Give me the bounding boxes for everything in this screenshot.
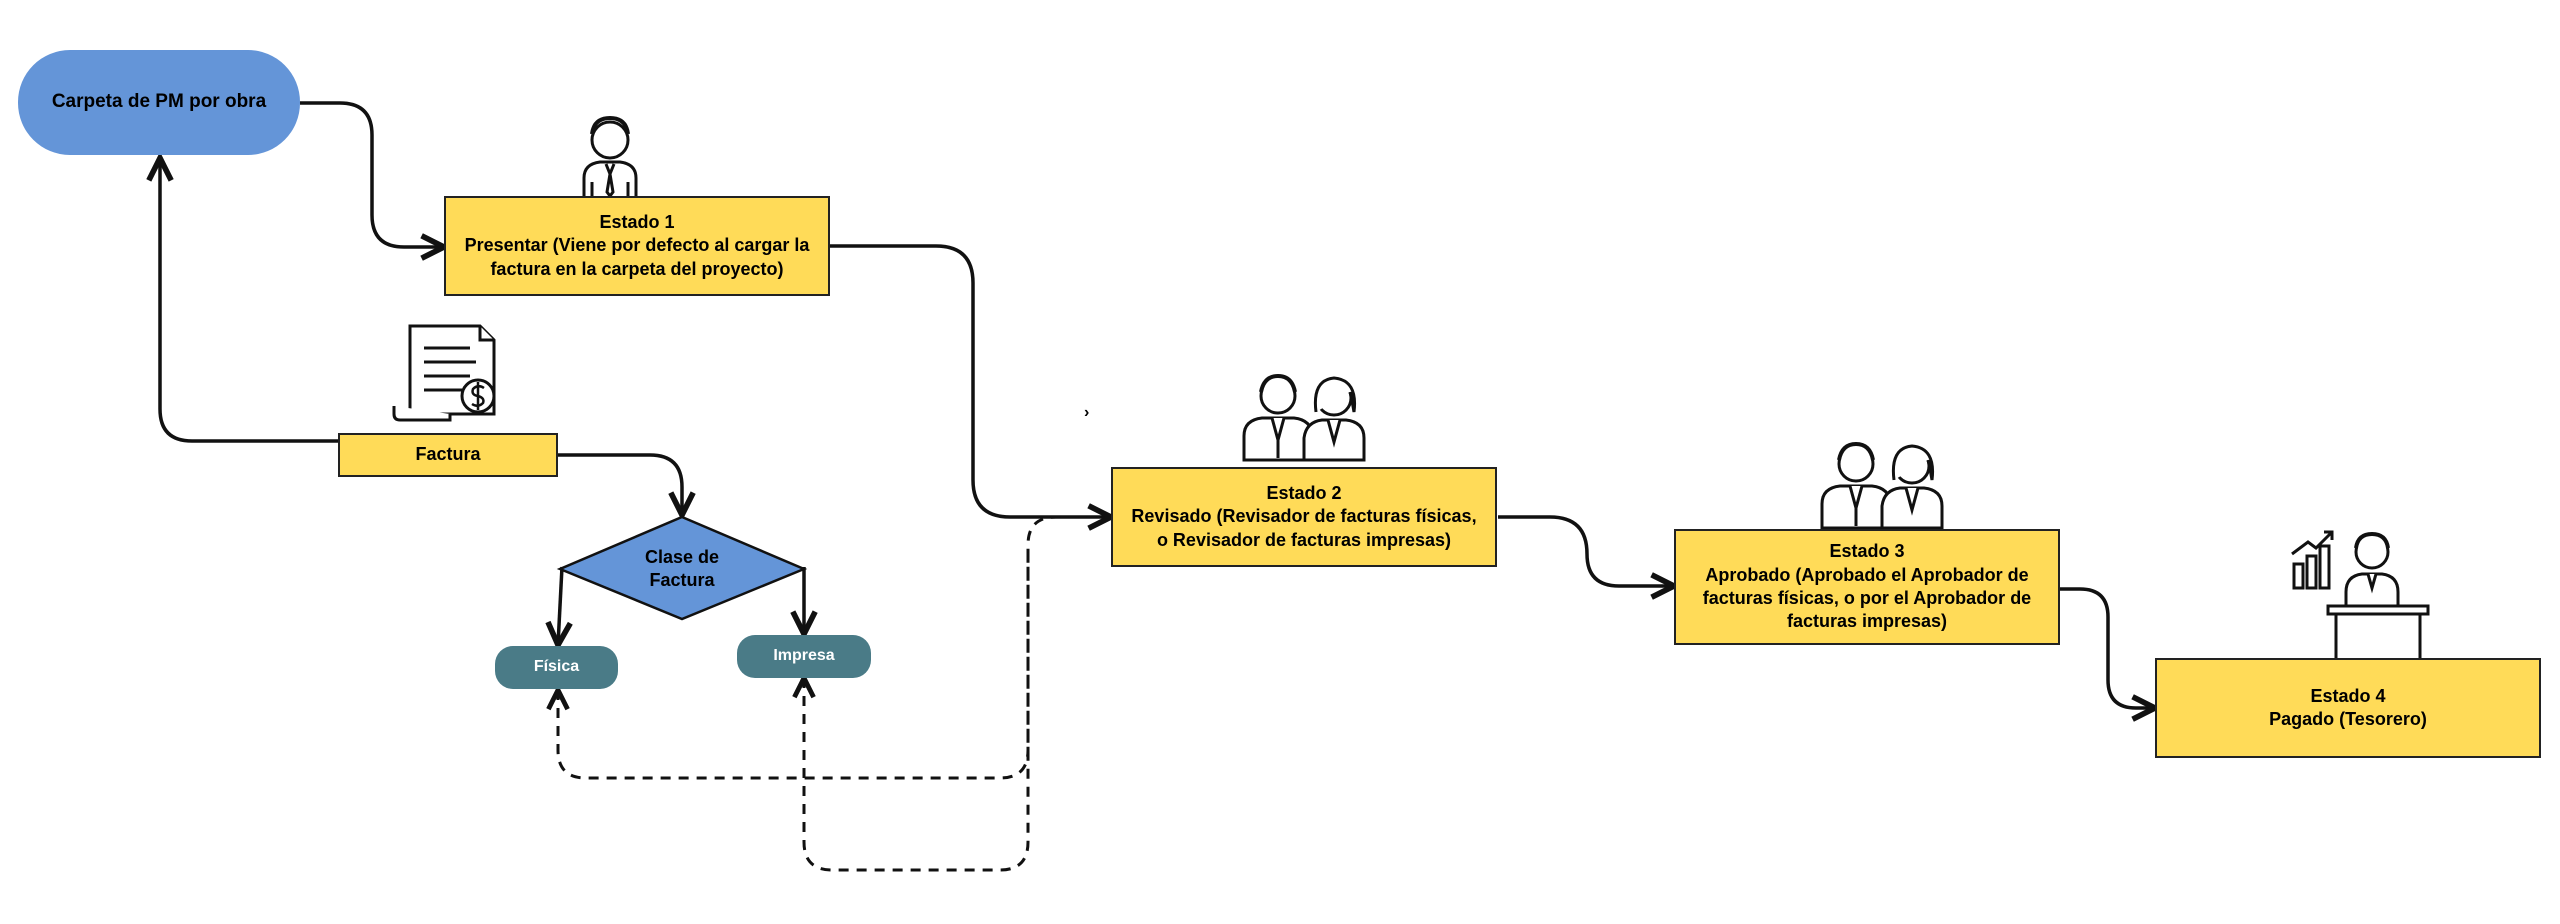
- couple-icon-estado2: [1242, 373, 1366, 462]
- clase-factura-line2: Factura: [649, 570, 715, 590]
- clase-factura-diamond: [556, 515, 808, 621]
- estado4-title: Estado 4: [2310, 685, 2386, 706]
- factura-label: Factura: [415, 444, 481, 465]
- edge-impresa-estado2-dashed: [804, 545, 1030, 872]
- fisica-label: Física: [533, 658, 580, 676]
- edge-estado1-estado2: [830, 244, 1111, 517]
- clase-factura-label: Clase de Factura: [600, 538, 764, 600]
- impresa-node: Impresa: [737, 635, 871, 678]
- estado1-line1: Presentar (Viene por defecto al cargar l…: [464, 235, 810, 256]
- estado4-box: Estado 4 Pagado (Tesorero): [2155, 658, 2541, 758]
- edge-estado3-estado4: [2060, 587, 2155, 708]
- estado2-box: Estado 2 Revisado (Revisador de facturas…: [1111, 467, 1497, 567]
- edge-clase-fisica: [558, 566, 562, 645]
- impresa-label: Impresa: [773, 647, 835, 665]
- estado1-line2: factura en la carpeta del proyecto): [490, 258, 784, 279]
- estado3-box: Estado 3 Aprobado (Aprobado el Aprobador…: [1674, 529, 2060, 645]
- fisica-node: Física: [495, 646, 618, 689]
- estado3-title: Estado 3: [1829, 541, 1905, 562]
- estado1-title: Estado 1: [599, 211, 675, 232]
- estado2-line2: o Revisador de facturas impresas): [1156, 529, 1452, 550]
- estado3-line1: Aprobado (Aprobado el Aprobador de: [1705, 564, 2029, 585]
- invoice-dollar-icon: [392, 324, 496, 422]
- estado4-line1: Pagado (Tesorero): [2269, 709, 2427, 729]
- edge-carpeta-estado1: [300, 101, 444, 247]
- factura-box: Factura: [338, 433, 558, 477]
- estado2-title: Estado 2: [1266, 482, 1342, 503]
- edge-factura-clase: [558, 453, 682, 515]
- estado1-box: Estado 1 Presentar (Viene por defecto al…: [444, 196, 830, 296]
- couple-icon-estado3: [1820, 441, 1944, 530]
- clase-factura-line1: Clase de: [644, 546, 720, 567]
- estado3-line3: facturas impresas): [1786, 611, 1948, 632]
- stray-mark: ›: [1084, 404, 1090, 421]
- edge-factura-carpeta: [160, 158, 340, 443]
- edge-fisica-estado2-dashed: [558, 515, 1111, 780]
- estado2-line1: Revisado (Revisador de facturas físicas,: [1131, 506, 1477, 527]
- edge-estado2-estado3: [1498, 515, 1674, 586]
- person-tie-icon: [582, 115, 638, 199]
- carpeta-pm-label: Carpeta de PM por obra: [51, 91, 267, 113]
- estado3-line2: facturas físicas, o por el Aprobador de: [1702, 588, 2032, 608]
- carpeta-pm-node: Carpeta de PM por obra: [18, 50, 300, 155]
